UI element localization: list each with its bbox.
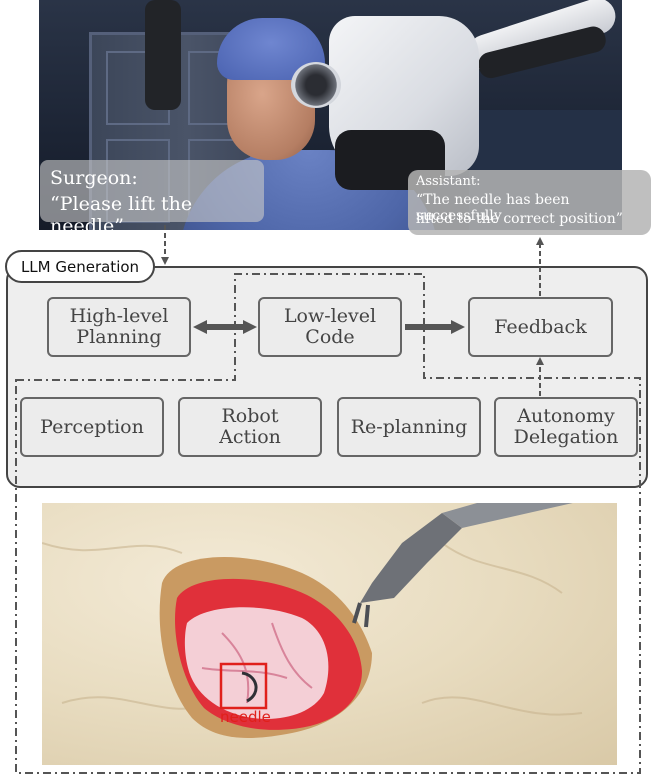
autonomy-delegation-line2: Delegation [513, 426, 619, 448]
autonomy-delegation-box: Autonomy Delegation [494, 397, 638, 457]
assistant-utterance-line2: lifted to the correct position” [416, 211, 623, 227]
perception-label: Perception [40, 415, 144, 438]
perception-box: Perception [20, 397, 164, 457]
low-level-code-line2: Code [305, 326, 355, 348]
assistant-speaker-label: Assistant: [416, 174, 481, 189]
high-level-planning-box: High-level Planning [47, 297, 191, 357]
robot-action-line1: Robot [221, 405, 279, 427]
needle-label: needle [220, 708, 271, 726]
autonomy-delegation-line1: Autonomy [517, 405, 615, 427]
feedback-label: Feedback [494, 315, 587, 338]
surgeon-speaker-label: Surgeon: [50, 167, 138, 189]
assistant-utterance-line1: “The needle has been successfully [416, 192, 570, 224]
high-level-planning-line1: High-level [69, 305, 169, 327]
robot-instrument [360, 513, 462, 603]
low-level-code-box: Low-level Code [258, 297, 402, 357]
high-level-planning-line2: Planning [76, 326, 162, 348]
surgical-scene-drawing [42, 503, 583, 738]
replanning-label: Re-planning [350, 415, 468, 438]
assistant-speech-bubble: Assistant: “The needle has been successf… [408, 170, 651, 235]
robot-action-line2: Action [219, 426, 281, 448]
surgical-scene-render [42, 503, 617, 765]
llm-generation-label: LLM Generation [5, 250, 155, 283]
surgeon-speech-bubble: Surgeon: “Please lift the needle” [40, 160, 264, 237]
low-level-code-line1: Low-level [283, 305, 377, 327]
feedback-box: Feedback [468, 297, 613, 357]
robot-action-box: Robot Action [178, 397, 322, 457]
microscope-handle [145, 0, 181, 110]
microscope-eyepiece [291, 62, 341, 108]
replanning-box: Re-planning [337, 397, 481, 457]
surgeon-utterance: “Please lift the needle” [50, 193, 193, 237]
